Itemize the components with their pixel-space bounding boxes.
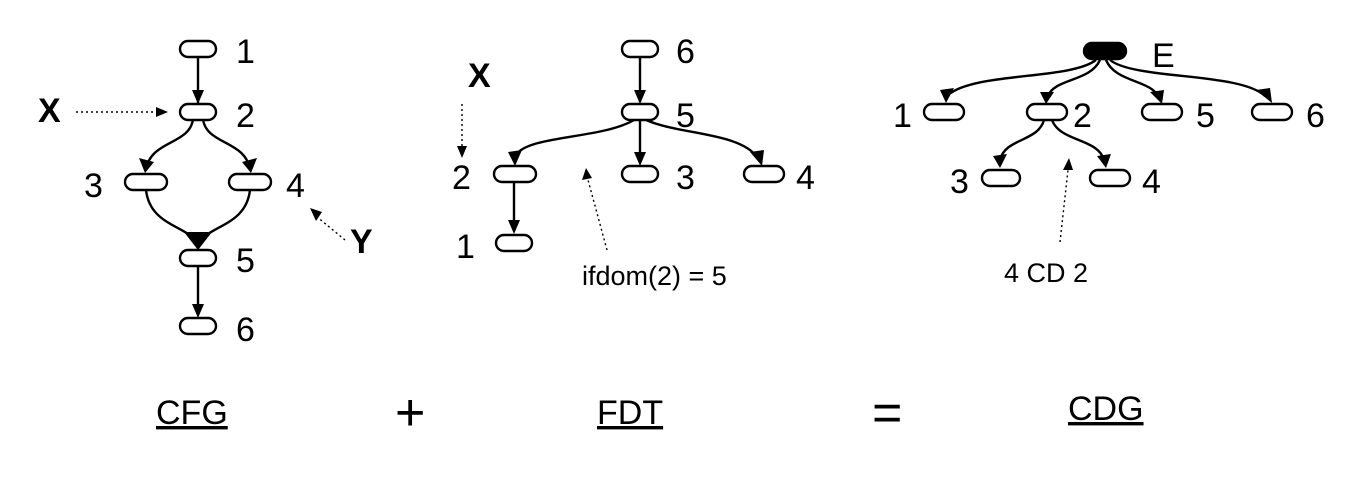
cdg-caption: CDG xyxy=(1068,390,1144,428)
cdg-label-2: 2 xyxy=(1073,97,1092,135)
fdt-edge-5-4 xyxy=(645,118,759,159)
plus-operator: + xyxy=(395,384,425,442)
cdg-node-6 xyxy=(1250,102,1294,122)
cfg-node-6 xyxy=(178,316,218,336)
cfg-arrowhead-5-6 xyxy=(192,304,204,318)
cfg-label-6: 6 xyxy=(236,311,255,349)
fdt-caption: FDT xyxy=(597,394,663,432)
cfg-label-5: 5 xyxy=(236,242,255,280)
cdg-label-3: 3 xyxy=(950,163,969,201)
fdt-pointer-x-arrowhead xyxy=(457,146,467,158)
cfg-pointer-y-label: Y xyxy=(350,223,373,261)
fdt-annotation-arrowhead xyxy=(582,168,592,180)
fdt-node-4 xyxy=(742,164,786,184)
cdg-arrowhead-e-5 xyxy=(1150,90,1164,104)
cfg-pointer-y-line xyxy=(315,215,346,241)
fdt-node-2 xyxy=(492,164,538,184)
cdg-edge-e-6 xyxy=(1109,59,1266,97)
cdg-edge-2-3 xyxy=(998,119,1046,161)
cdg-edge-e-2 xyxy=(1046,59,1102,97)
cfg-node-3 xyxy=(123,172,169,192)
fdt-label-5: 5 xyxy=(676,97,695,135)
cdg-label-6: 6 xyxy=(1306,97,1325,135)
cdg-arrowhead-2-4 xyxy=(1097,154,1111,168)
fdt-pointer-x-label: X xyxy=(468,57,491,95)
cdg-edge-e-1 xyxy=(947,59,1097,96)
cdg-label-entry: E xyxy=(1152,37,1175,75)
cfg-pointer-x-label: X xyxy=(38,92,61,130)
fdt-annotation: ifdom(2) = 5 xyxy=(582,261,727,291)
cdg-node-4 xyxy=(1088,168,1132,188)
fdt-edge-5-2 xyxy=(513,118,635,159)
cdg-edge-2-4 xyxy=(1050,119,1106,161)
cdg-node-5 xyxy=(1140,102,1184,122)
cdg-node-2 xyxy=(1025,102,1069,122)
cdg-arrowhead-e-1 xyxy=(940,88,954,103)
cdg-arrowhead-e-6 xyxy=(1256,88,1272,103)
cfg-arrowhead-2-4 xyxy=(242,158,257,173)
fdt-arrowhead-6-5 xyxy=(634,90,646,104)
cfg-label-2: 2 xyxy=(236,97,255,135)
cfg-arrowhead-2-3 xyxy=(139,158,154,173)
cdg-label-4: 4 xyxy=(1142,163,1161,201)
fdt-node-1 xyxy=(494,233,534,253)
fdt-node-3 xyxy=(620,164,660,184)
cdg-annotation-arrowhead xyxy=(1063,158,1073,170)
cdg-node-1 xyxy=(922,102,966,122)
cdg-node-entry xyxy=(1082,41,1128,61)
fdt-arrowhead-5-3 xyxy=(634,152,646,166)
fdt-label-1: 1 xyxy=(456,228,475,266)
cfg-label-4: 4 xyxy=(286,167,305,205)
cfg-pointer-y-arrowhead xyxy=(310,208,322,221)
fdt-label-4: 4 xyxy=(796,159,815,197)
cfg-node-2 xyxy=(178,102,218,122)
fdt-arrowhead-5-4 xyxy=(750,150,764,166)
cfg-arrowhead-merge-5 xyxy=(184,232,212,250)
fdt-annotation-line xyxy=(587,179,608,251)
cfg-label-3: 3 xyxy=(84,167,103,205)
fdt-node-6 xyxy=(620,39,660,59)
cdg-label-1: 1 xyxy=(893,97,912,135)
cdg-graph: E 1 2 5 6 3 4 4 CD 2 CDG xyxy=(893,37,1325,428)
equals-operator: = xyxy=(872,384,902,442)
cfg-node-4 xyxy=(227,172,273,192)
cdg-arrowhead-e-2 xyxy=(1040,92,1054,104)
fdt-graph: 6 5 2 3 4 1 X ifdom(2) = 5 FDT xyxy=(452,33,815,432)
fdt-node-5 xyxy=(620,102,660,122)
fdt-label-3: 3 xyxy=(676,159,695,197)
cfg-node-5 xyxy=(178,248,218,268)
cfg-graph: 1 2 3 4 5 6 X Y CFG xyxy=(38,33,373,432)
fdt-label-2: 2 xyxy=(452,159,471,197)
cdg-edge-e-5 xyxy=(1104,59,1160,97)
cfg-label-1: 1 xyxy=(236,33,255,71)
fdt-label-6: 6 xyxy=(676,33,695,71)
cfg-pointer-x-arrowhead xyxy=(156,107,168,117)
cfg-node-1 xyxy=(178,39,218,59)
fdt-arrowhead-2-1 xyxy=(508,220,520,234)
fdt-arrowhead-5-2 xyxy=(508,150,522,166)
cdg-arrowhead-2-3 xyxy=(993,154,1007,168)
cdg-annotation-line xyxy=(1059,169,1069,243)
cdg-annotation: 4 CD 2 xyxy=(1004,258,1088,288)
cfg-caption: CFG xyxy=(156,394,228,432)
cfg-arrowhead-1-2 xyxy=(192,90,204,104)
cdg-label-5: 5 xyxy=(1196,97,1215,135)
cdg-node-3 xyxy=(980,168,1022,188)
